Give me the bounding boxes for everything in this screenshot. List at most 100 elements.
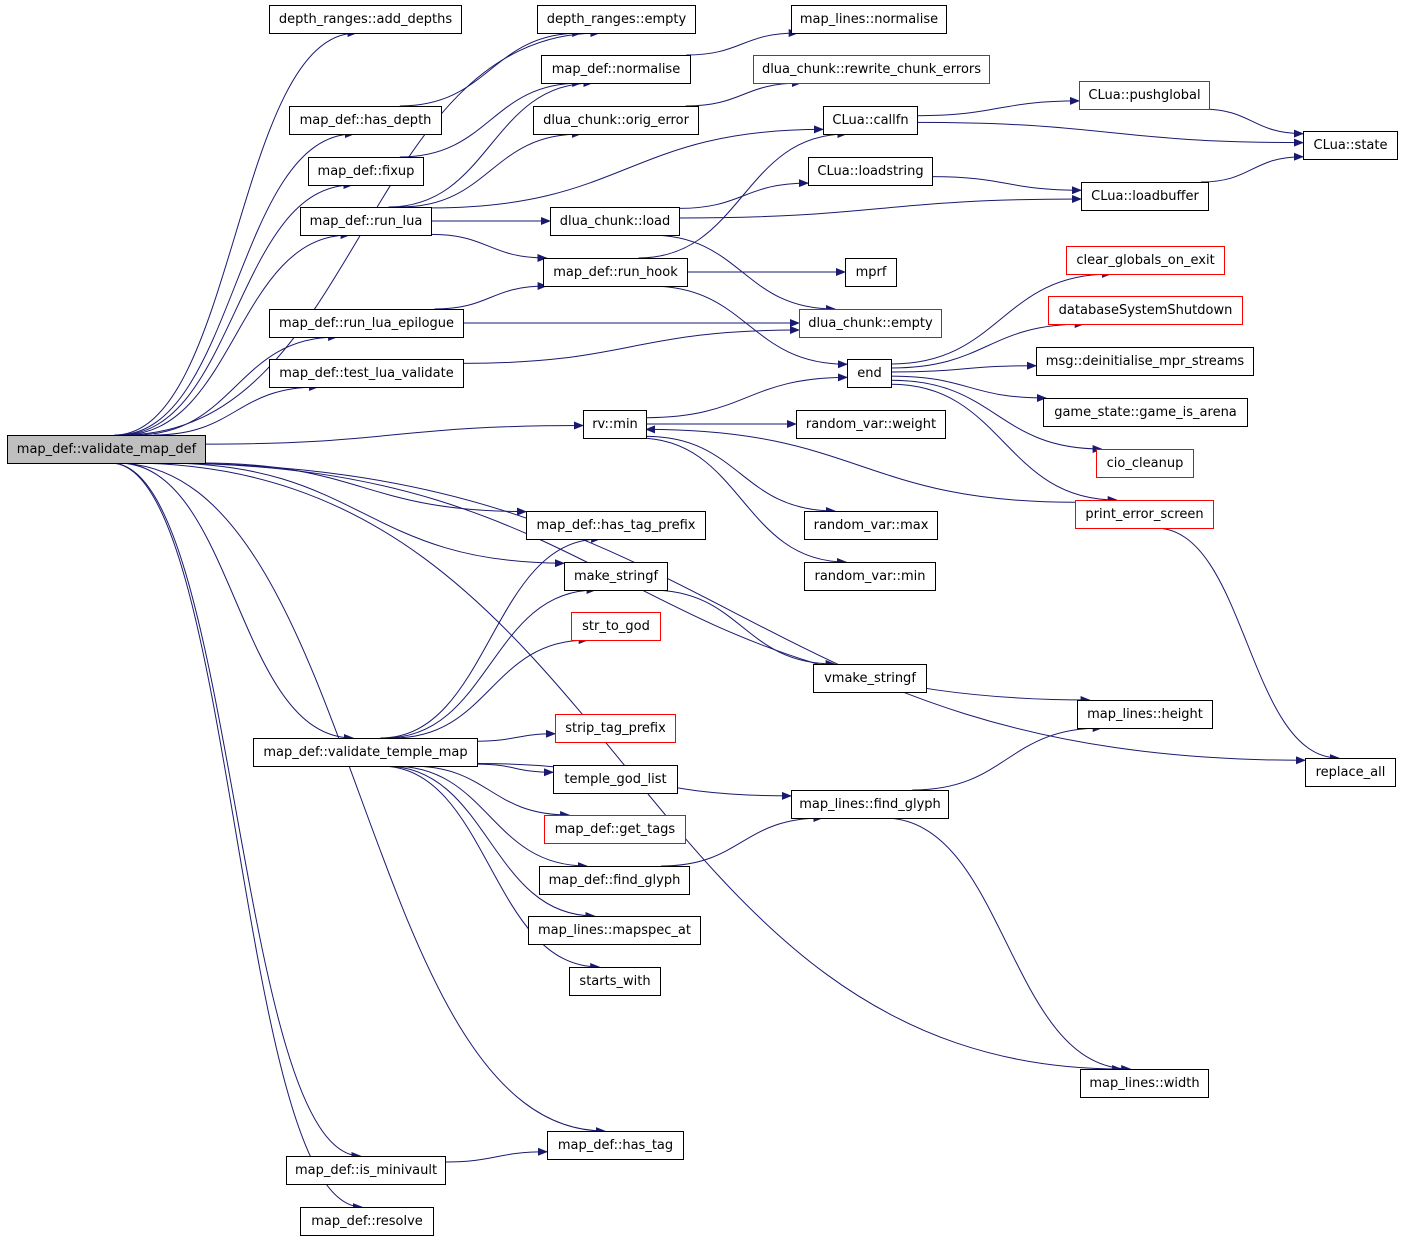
node-label: msg::deinitialise_mpr_streams: [1046, 354, 1245, 369]
node-box: [533, 106, 699, 135]
edge-validate-temple-map-to-make-stringf: [384, 586, 597, 739]
edge-validate-map-def-to-rv-min: [204, 421, 584, 445]
node-get-tags[interactable]: map_def::get_tags: [544, 815, 686, 844]
edge-validate-temple-map-to-mapspec-at: [384, 765, 596, 920]
node-box: [547, 1131, 684, 1160]
node-run-lua[interactable]: map_def::run_lua: [300, 207, 432, 236]
node-temple-god-list[interactable]: temple_god_list: [553, 765, 678, 794]
node-box: [564, 562, 668, 591]
node-md-normalise[interactable]: map_def::normalise: [541, 55, 691, 84]
node-loadbuffer[interactable]: CLua::loadbuffer: [1081, 182, 1209, 211]
node-box: [1079, 81, 1210, 110]
node-box: [823, 106, 918, 135]
node-vmake-stringf[interactable]: vmake_stringf: [813, 664, 927, 693]
edge-run-lua-to-orig-error: [400, 130, 582, 208]
edge-ml-find-glyph-to-ml-width: [883, 817, 1132, 1073]
node-rvar-min[interactable]: random_var::min: [804, 562, 936, 591]
node-box: [555, 714, 676, 743]
node-ml-height[interactable]: map_lines::height: [1077, 700, 1213, 729]
node-starts-with[interactable]: starts_with: [569, 967, 661, 996]
node-mprf[interactable]: mprf: [845, 258, 897, 287]
node-box: [550, 207, 680, 236]
node-ml-normalise[interactable]: map_lines::normalise: [791, 5, 947, 34]
node-resolve[interactable]: map_def::resolve: [300, 1207, 434, 1236]
node-label: databaseSystemShutdown: [1059, 303, 1233, 318]
node-rv-max[interactable]: random_var::max: [804, 511, 938, 540]
node-label: map_def::test_lua_validate: [279, 366, 453, 381]
node-md-find-glyph[interactable]: map_def::find_glyph: [539, 866, 690, 895]
node-strip-tag-prefix[interactable]: strip_tag_prefix: [555, 714, 676, 743]
node-ml-find-glyph[interactable]: map_lines::find_glyph: [791, 790, 949, 819]
edge-dlua-load-to-loadstring: [678, 179, 809, 209]
node-label: str_to_god: [582, 619, 650, 634]
edge-rv-min-to-rvar-min: [637, 437, 847, 566]
node-has-depth[interactable]: map_def::has_depth: [289, 106, 442, 135]
node-label: map_def::validate_temple_map: [263, 745, 467, 760]
edge-run-hook-to-end: [650, 285, 848, 369]
node-is-minivault[interactable]: map_def::is_minivault: [286, 1156, 446, 1185]
node-validate-map-def[interactable]: map_def::validate_map_def: [7, 435, 206, 464]
edge-callfn-to-clua-state: [916, 121, 1304, 147]
node-replace-all[interactable]: replace_all: [1305, 758, 1396, 787]
edge-test-lua-validate-to-dlua-empty: [462, 326, 800, 364]
node-box: [799, 309, 942, 338]
node-label: map_def::normalise: [552, 62, 680, 77]
node-box: [1080, 1069, 1209, 1098]
node-clear-globals[interactable]: clear_globals_on_exit: [1066, 246, 1225, 275]
node-print-error-screen[interactable]: print_error_screen: [1075, 500, 1214, 529]
node-clua-state[interactable]: CLua::state: [1303, 131, 1398, 160]
edge-validate-temple-map-to-get-tags: [410, 765, 571, 819]
node-fixup[interactable]: map_def::fixup: [308, 157, 424, 186]
node-box: [1305, 758, 1396, 787]
node-callfn[interactable]: CLua::callfn: [823, 106, 918, 135]
node-orig-error[interactable]: dlua_chunk::orig_error: [533, 106, 699, 135]
node-loadstring[interactable]: CLua::loadstring: [808, 157, 933, 186]
node-label: map_def::fixup: [318, 164, 415, 179]
node-run-hook[interactable]: map_def::run_hook: [543, 258, 688, 287]
edge-validate-map-def-to-validate-temple-map: [117, 462, 354, 742]
node-box: [7, 435, 206, 464]
node-label: strip_tag_prefix: [565, 721, 666, 736]
node-label: random_var::max: [814, 518, 929, 533]
node-rv-weight[interactable]: random_var::weight: [796, 410, 946, 439]
node-has-tag[interactable]: map_def::has_tag: [547, 1131, 684, 1160]
node-box: [286, 1156, 446, 1185]
node-dlua-empty[interactable]: dlua_chunk::empty: [799, 309, 942, 338]
edge-validate-map-def-to-is-minivault: [110, 462, 362, 1160]
node-box: [796, 410, 946, 439]
node-rv-min[interactable]: rv::min: [583, 410, 647, 439]
node-run-lua-epilogue[interactable]: map_def::run_lua_epilogue: [269, 309, 464, 338]
node-game-is-arena[interactable]: game_state::game_is_arena: [1043, 398, 1248, 427]
node-label: map_def::run_lua: [310, 214, 423, 229]
node-ml-width[interactable]: map_lines::width: [1080, 1069, 1209, 1098]
node-test-lua-validate[interactable]: map_def::test_lua_validate: [269, 359, 464, 388]
node-label: dlua_chunk::load: [560, 214, 671, 229]
node-label: starts_with: [579, 974, 650, 989]
edge-validate-temple-map-to-str-to-god: [392, 636, 589, 739]
node-end[interactable]: end: [847, 359, 892, 388]
node-db-shutdown[interactable]: databaseSystemShutdown: [1048, 296, 1243, 325]
node-pushglobal[interactable]: CLua::pushglobal: [1079, 81, 1210, 110]
edge-validate-map-def-to-has-depth: [116, 130, 355, 436]
edge-end-to-clear-globals: [890, 270, 1112, 365]
node-dlua-load[interactable]: dlua_chunk::load: [550, 207, 680, 236]
node-box: [813, 664, 927, 693]
node-label: depth_ranges::add_depths: [279, 12, 452, 27]
node-box: [1043, 398, 1248, 427]
node-label: CLua::loadbuffer: [1091, 189, 1199, 204]
node-mapspec-at[interactable]: map_lines::mapspec_at: [528, 916, 701, 945]
node-deinit-mpr[interactable]: msg::deinitialise_mpr_streams: [1036, 347, 1254, 376]
node-validate-temple-map[interactable]: map_def::validate_temple_map: [253, 738, 478, 767]
edge-orig-error-to-rewrite-chunk-errors: [685, 79, 802, 107]
node-make-stringf[interactable]: make_stringf: [564, 562, 668, 591]
node-box: [300, 1207, 434, 1236]
edge-validate-map-def-to-add-depths: [114, 29, 358, 436]
node-label: CLua::loadstring: [817, 164, 923, 179]
node-cio-cleanup[interactable]: cio_cleanup: [1096, 449, 1194, 478]
edge-validate-map-def-to-fixup: [119, 181, 354, 436]
node-add-depths[interactable]: depth_ranges::add_depths: [269, 5, 462, 34]
node-has-tag-prefix[interactable]: map_def::has_tag_prefix: [526, 511, 706, 540]
node-rewrite-chunk-errors[interactable]: dlua_chunk::rewrite_chunk_errors: [753, 55, 990, 84]
node-dr-empty[interactable]: depth_ranges::empty: [537, 5, 696, 34]
node-str-to-god[interactable]: str_to_god: [571, 612, 661, 641]
